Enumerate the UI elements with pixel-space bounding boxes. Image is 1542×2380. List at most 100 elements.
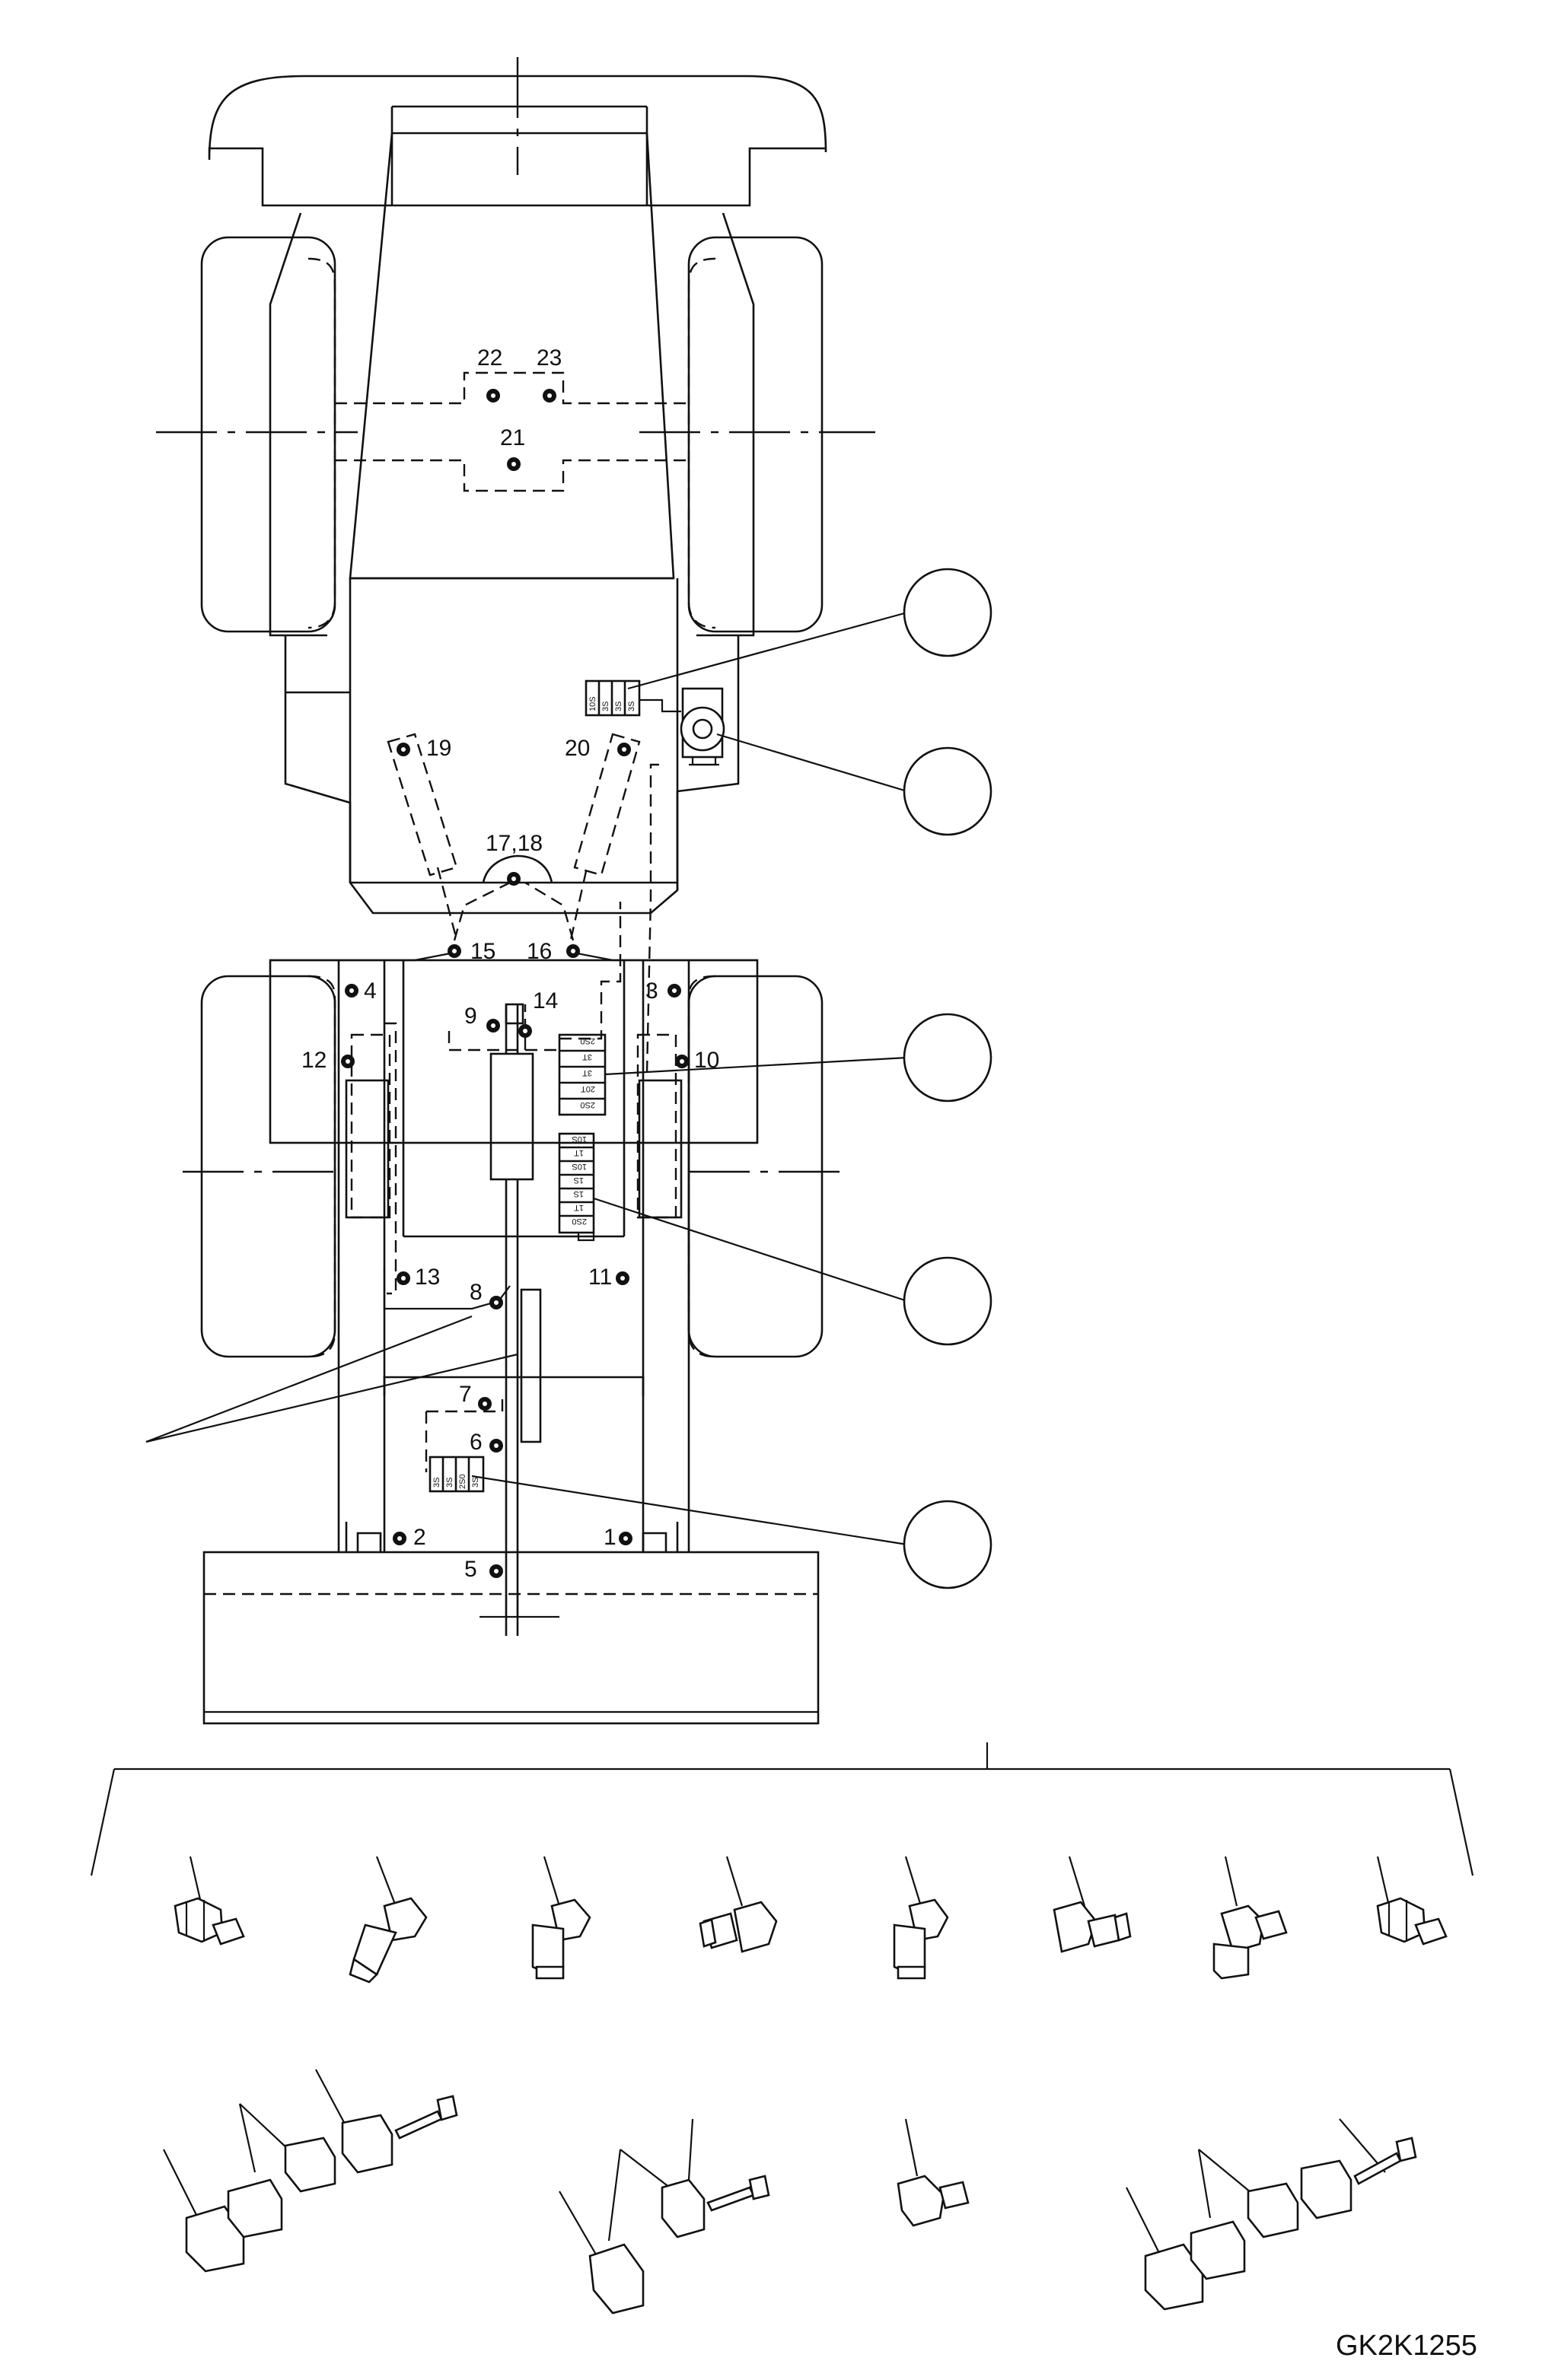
block-lm-3: 1S <box>574 1176 584 1185</box>
pipe-block-top: 10S 3S 3S 3S <box>585 679 641 717</box>
lift-cylinder-right <box>636 1033 683 1219</box>
callout-circle-1 <box>903 568 992 657</box>
label-17-18: 17,18 <box>486 831 543 856</box>
label-8: 8 <box>470 1280 483 1305</box>
marker-9 <box>486 1019 500 1032</box>
block-um-2: 3T <box>582 1068 592 1077</box>
block-bottom-2: 2S0 <box>458 1474 467 1489</box>
label-2: 2 <box>413 1525 426 1550</box>
drawing-code: GK2K1255 <box>1336 2330 1477 2362</box>
label-23: 23 <box>537 345 562 371</box>
label-15: 15 <box>470 939 495 964</box>
block-um-1: 3T <box>582 1052 592 1061</box>
tee-fitting-icon <box>1212 1856 1288 1980</box>
marker-1 <box>619 1532 632 1545</box>
block-lm-1: 1T <box>574 1148 584 1157</box>
marker-8 <box>489 1296 503 1309</box>
label-13: 13 <box>415 1265 440 1290</box>
clamp-set-small-icon <box>559 2118 770 2315</box>
pipe-block-bottom: 3S 3S 2S0 3S <box>429 1456 485 1493</box>
45-elbow-fitting-icon <box>349 1856 428 1984</box>
marker-21 <box>507 457 521 471</box>
marker-12 <box>341 1055 355 1068</box>
front-wheel-left <box>200 212 336 637</box>
label-19: 19 <box>426 736 451 761</box>
marker-20 <box>617 743 631 756</box>
rear-frame <box>269 959 759 1552</box>
90-elbow-fitting-icon <box>893 1856 949 1980</box>
front-plate <box>335 371 689 492</box>
label-21: 21 <box>500 425 525 450</box>
marker-4 <box>345 984 358 998</box>
marker-22 <box>486 389 500 402</box>
pipe-block-upper-mid: 2S0 3T 3T 20T 2S0 <box>558 1033 607 1116</box>
label-1: 1 <box>604 1525 616 1550</box>
frame-box <box>284 578 740 915</box>
block-um-3: 20T <box>581 1084 595 1093</box>
adapter-fitting-icon <box>897 2118 970 2227</box>
block-bottom-1: 3S <box>445 1478 454 1488</box>
callout-leaders <box>145 611 908 1546</box>
label-14: 14 <box>533 988 558 1013</box>
straight-fitting-icon <box>174 1856 245 1946</box>
marker-15 <box>448 944 461 958</box>
label-4: 4 <box>364 978 377 1004</box>
block-um-4: 2S0 <box>580 1100 595 1109</box>
marker-14 <box>518 1024 532 1038</box>
marker-7 <box>478 1397 492 1411</box>
label-16: 16 <box>527 939 552 964</box>
label-10: 10 <box>694 1048 719 1073</box>
point-markers <box>341 389 689 1578</box>
block-top-3: 3S <box>627 702 636 711</box>
block-lm-0: 10S <box>572 1134 587 1144</box>
block-lm-4: 1S <box>574 1189 584 1198</box>
marker-6 <box>489 1439 503 1452</box>
block-top-2: 3S <box>614 702 623 711</box>
label-11: 11 <box>588 1265 612 1290</box>
block-lm-2: 10S <box>572 1162 587 1171</box>
label-20: 20 <box>565 736 590 761</box>
cylinder-left <box>387 733 458 940</box>
marker-2 <box>393 1532 406 1545</box>
callout-circle-4 <box>903 1256 992 1346</box>
label-5: 5 <box>464 1557 477 1582</box>
callout-circle-2 <box>903 746 992 836</box>
marker-5 <box>489 1564 503 1578</box>
pipe-block-lower-mid: 10S 1T 10S 1S 1S 1T 2S0 <box>558 1132 595 1242</box>
marker-19 <box>397 743 410 756</box>
routing-dashed <box>383 763 662 1472</box>
parts-bracket <box>90 1742 1474 1876</box>
90-elbow-fitting-icon <box>531 1856 591 1980</box>
roof-outline <box>208 75 827 207</box>
label-6: 6 <box>470 1430 483 1455</box>
front-wheel-right <box>687 212 824 637</box>
filter-fitting <box>639 687 725 766</box>
block-top-0: 10S <box>588 696 597 711</box>
clamp-set-medium-icon <box>1126 2118 1417 2311</box>
marker-3 <box>667 984 681 998</box>
callout-circle-5 <box>903 1500 992 1589</box>
block-bottom-0: 3S <box>432 1478 441 1488</box>
label-3: 3 <box>645 978 658 1004</box>
label-22: 22 <box>477 345 502 371</box>
marker-11 <box>616 1271 629 1285</box>
fittings-row <box>174 1856 1448 1984</box>
marker-13 <box>397 1271 410 1285</box>
block-lm-6: 2S0 <box>572 1217 587 1226</box>
label-7: 7 <box>459 1382 472 1407</box>
union-fitting-icon <box>1053 1856 1132 1953</box>
marker-16 <box>566 944 580 958</box>
callout-circle-3 <box>903 1013 992 1102</box>
straight-fitting-icon <box>1376 1856 1448 1946</box>
union-fitting-icon <box>699 1856 778 1953</box>
rear-wheel-left <box>200 975 336 1358</box>
block-um-0: 2S0 <box>580 1036 595 1045</box>
block-lm-5: 1T <box>574 1203 584 1212</box>
block-bottom-3: 3S <box>471 1478 480 1488</box>
label-9: 9 <box>464 1004 477 1029</box>
block-top-1: 3S <box>601 702 610 711</box>
marker-10 <box>675 1055 689 1068</box>
hood-body <box>349 132 675 580</box>
clamp-set-large-icon <box>163 2069 458 2273</box>
